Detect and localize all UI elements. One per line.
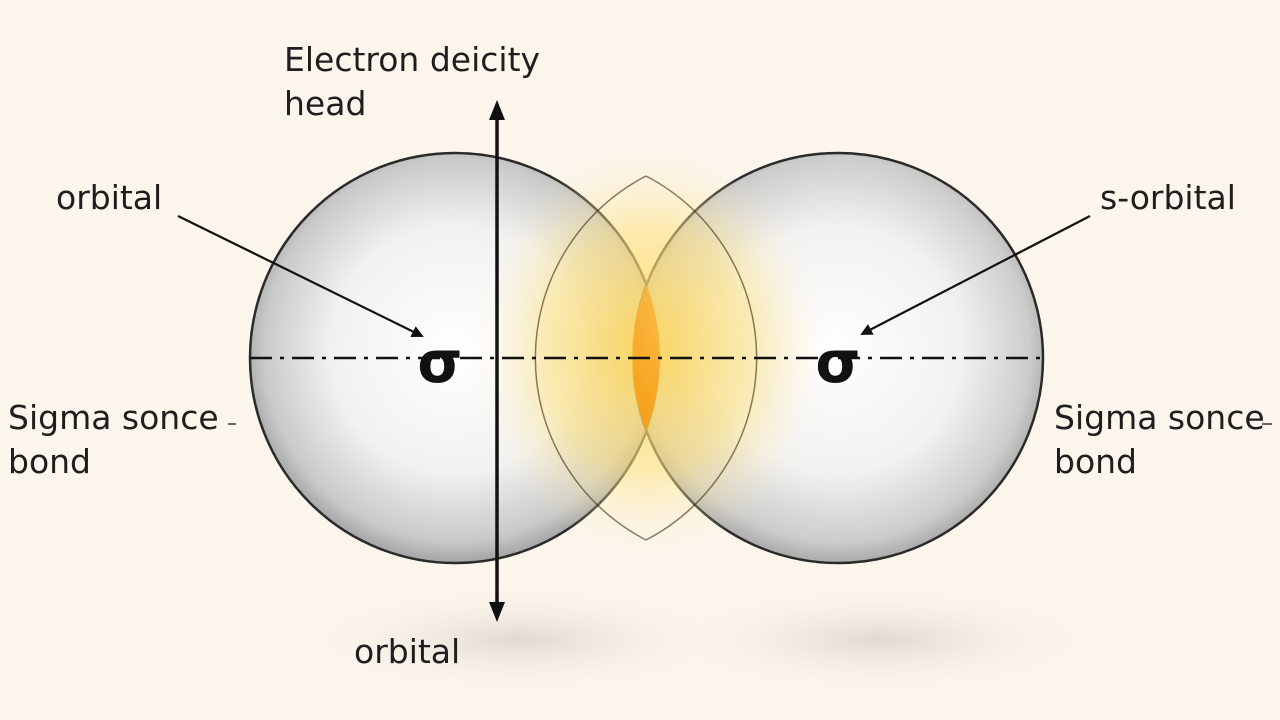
right-sphere-shadow <box>660 585 1100 695</box>
sigma-symbol-right: σ <box>815 328 860 396</box>
electron-density-head-label: Electron deicity head <box>284 38 540 126</box>
vertical-arrow-top <box>489 100 505 120</box>
orbital-bottom-label: orbital <box>354 632 461 671</box>
sigma-symbol-left: σ <box>417 328 462 396</box>
sigma-bond-left-label: Sigma sonce bond <box>8 396 219 484</box>
sigma-bond-right-label: Sigma sonce bond <box>1054 396 1265 484</box>
sigma-left-line-1: Sigma sonce <box>8 398 219 437</box>
sigma-right-line-1: Sigma sonce <box>1054 398 1265 437</box>
s-orbital-label: s-orbital <box>1100 178 1236 217</box>
orbital-left-pointer-arrow <box>177 215 424 337</box>
sigma-left-line-2: bond <box>8 442 91 481</box>
title-line-1: Electron deicity <box>284 40 541 79</box>
sigma-right-line-2: bond <box>1054 442 1137 481</box>
vertical-arrow-bottom <box>489 602 505 622</box>
s-orbital-pointer-arrow <box>860 215 1091 335</box>
orbital-left-label: orbital <box>56 178 163 217</box>
left-sphere-shadow <box>300 585 740 695</box>
title-line-2: head <box>284 84 367 123</box>
